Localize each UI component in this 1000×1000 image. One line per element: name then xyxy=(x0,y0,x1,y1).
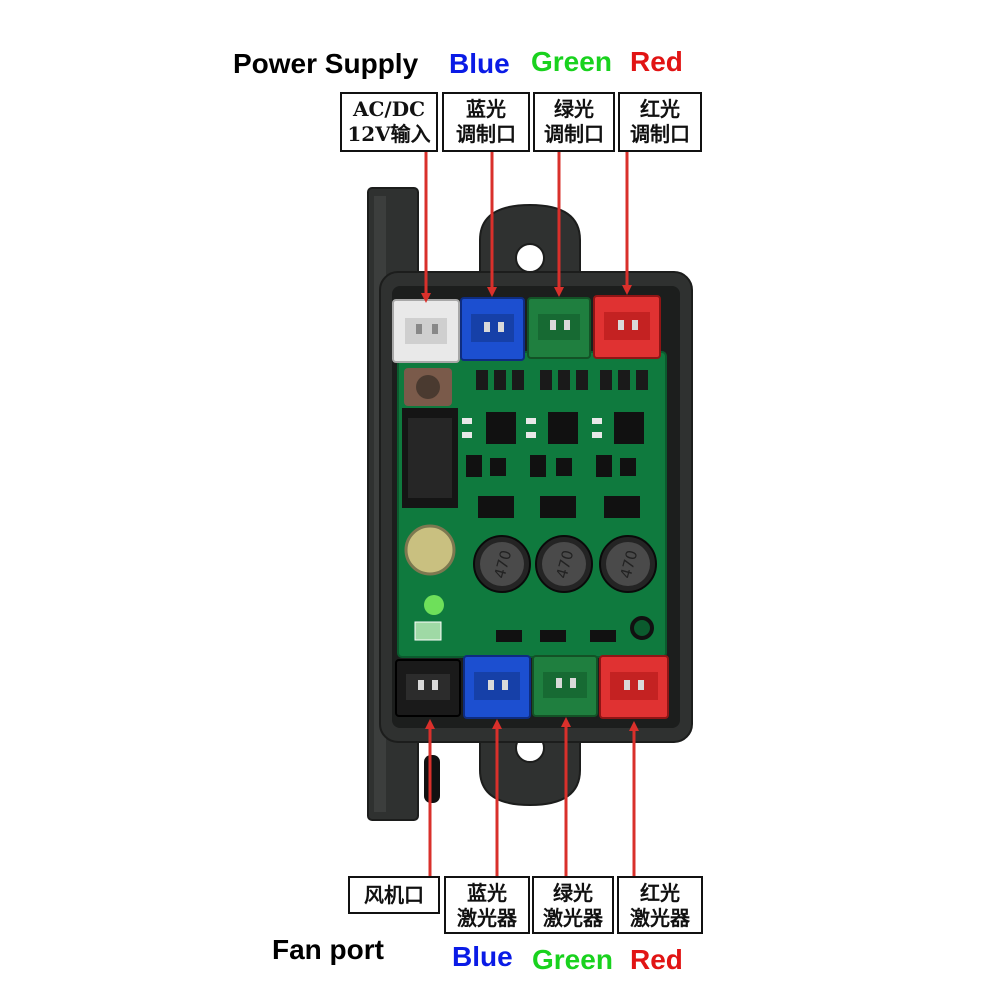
blue-laser-box: 蓝光 激光器 xyxy=(444,876,530,934)
bottom-green-label: Green xyxy=(532,944,613,975)
blue-modulation-line2: 调制口 xyxy=(456,122,516,146)
fan-port-box: 风机口 xyxy=(348,876,440,914)
fan-port-label: Fan port xyxy=(272,934,384,965)
green-modulation-connector xyxy=(527,297,591,359)
fan-port-line1: 风机口 xyxy=(364,883,424,907)
top-green-label: Green xyxy=(531,46,612,77)
capacitor xyxy=(404,524,456,576)
green-modulation-line1: 绿光 xyxy=(554,97,594,121)
red-modulation-line1: 红光 xyxy=(640,97,680,121)
blue-laser-connector xyxy=(463,655,531,719)
red-laser-box: 红光 激光器 xyxy=(617,876,703,934)
top-mounting-ear xyxy=(479,203,581,276)
red-inductor: 470 xyxy=(599,535,657,593)
top-blue-label: Blue xyxy=(449,48,510,79)
green-modulation-box: 绿光 调制口 xyxy=(533,92,615,152)
blue-laser-line2: 激光器 xyxy=(457,906,517,930)
led xyxy=(424,595,444,615)
blue-modulation-line1: 蓝光 xyxy=(466,97,506,121)
power-input-line2: 12V输入 xyxy=(347,122,431,146)
red-laser-line1: 红光 xyxy=(640,881,680,905)
green-laser-line1: 绿光 xyxy=(553,881,593,905)
green-driver-ic xyxy=(548,412,578,444)
blue-modulation-box: 蓝光 调制口 xyxy=(442,92,530,152)
blue-driver-ic xyxy=(486,412,516,444)
red-modulation-connector xyxy=(593,295,661,359)
power-supply-label: Power Supply xyxy=(233,48,419,79)
power-input-line1: AC/DC xyxy=(352,97,425,121)
fan-connector xyxy=(395,659,461,717)
top-mounting-hole xyxy=(515,243,545,273)
red-driver-ic xyxy=(614,412,644,444)
blue-laser-line1: 蓝光 xyxy=(467,881,507,905)
green-laser-connector xyxy=(532,655,598,717)
red-laser-connector xyxy=(599,655,669,719)
red-laser-line2: 激光器 xyxy=(630,906,690,930)
green-inductor: 470 xyxy=(535,535,593,593)
bottom-blue-label: Blue xyxy=(452,941,513,972)
fan-wire-stub xyxy=(424,755,440,803)
blue-inductor: 470 xyxy=(473,535,531,593)
green-laser-box: 绿光 激光器 xyxy=(532,876,614,934)
green-modulation-line2: 调制口 xyxy=(544,122,604,146)
red-modulation-box: 红光 调制口 xyxy=(618,92,702,152)
green-laser-line2: 激光器 xyxy=(543,906,603,930)
power-input-box: AC/DC 12V输入 xyxy=(340,92,438,152)
top-red-label: Red xyxy=(630,46,683,77)
pcb xyxy=(397,351,667,658)
blue-modulation-connector xyxy=(460,297,525,361)
red-modulation-line2: 调制口 xyxy=(630,122,690,146)
power-input-connector xyxy=(392,299,460,363)
bottom-red-label: Red xyxy=(630,944,683,975)
